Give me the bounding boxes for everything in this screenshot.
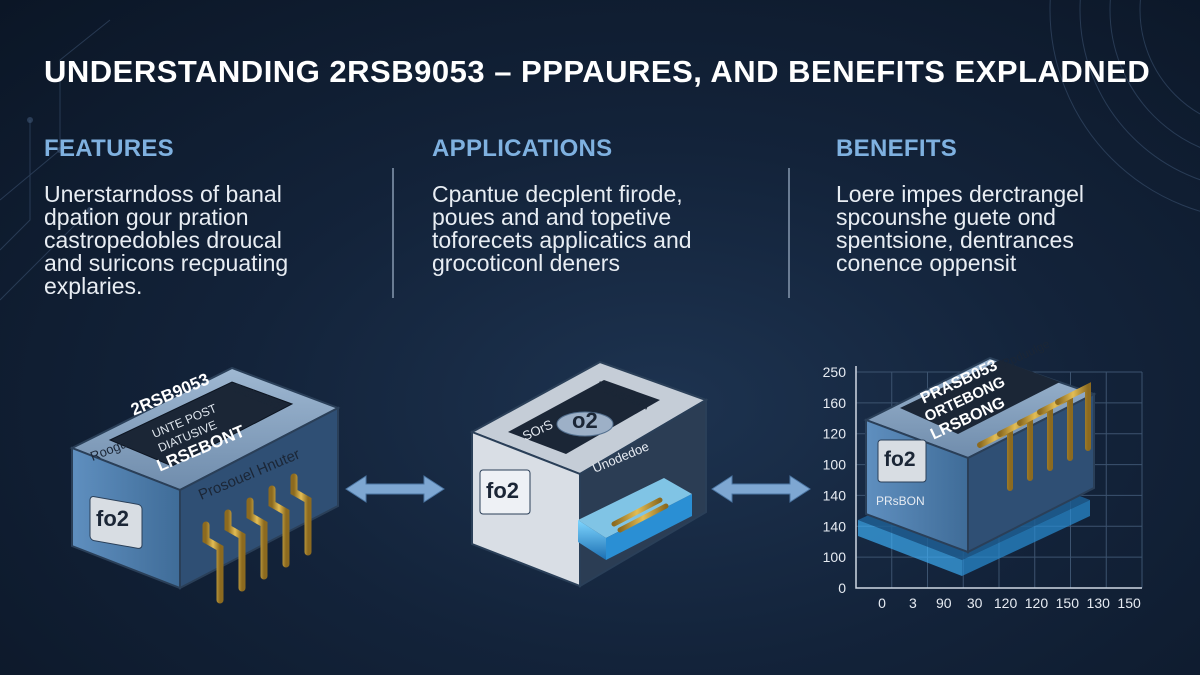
benefits-line: conence oppensit [836,250,1017,276]
double-arrow-icon [711,475,811,503]
features-line: dpation gour pration [44,204,249,230]
benefits-heading: BENEFITS [836,135,958,162]
chip-middle-badge: fo2 [486,478,519,503]
benefits-column: BENEFITS Loere impes derctrangel spcouns… [836,135,1166,275]
features-column: FEATURES Unerstarndoss of banal dpation … [44,135,374,298]
features-line: and suricons recpuating [44,250,289,276]
chip-right-caption: PRsBON [876,494,925,508]
features-line: Unerstarndoss of banal [44,181,282,207]
features-line: castropedobles droucal [44,227,282,253]
features-text: Unerstarndoss of banal dpation gour prat… [44,183,374,298]
features-line: explaries. [44,273,143,299]
column-divider [788,168,790,298]
features-heading: FEATURES [44,135,174,162]
double-arrow-icon [345,475,445,503]
applications-line: Cpantue decplent firode, [432,181,683,207]
benefits-line: spcounshe guete ond [836,204,1056,230]
applications-line: grocoticonl deners [432,250,620,276]
applications-line: toforecets applicatics and [432,227,692,253]
chip-right-badge: fo2 [884,448,916,471]
page-title: UNDERSTANDING 2RSB9053 – PPPAURES, AND B… [44,54,1151,89]
applications-line: poues and and topetive [432,204,672,230]
chip-middle-logo: o2 [572,408,598,433]
chip-left-badge: fo2 [96,506,129,531]
benefits-text: Loere impes derctrangel spcounshe guete … [836,183,1166,275]
column-divider [392,168,394,298]
benefits-line: spentsione, dentrances [836,227,1074,253]
benefits-line: Loere impes derctrangel [836,181,1085,207]
applications-text: Cpantue decplent firode, poues and and t… [432,183,772,275]
applications-column: APPLICATIONS Cpantue decplent firode, po… [432,135,772,275]
applications-heading: APPLICATIONS [432,135,613,162]
